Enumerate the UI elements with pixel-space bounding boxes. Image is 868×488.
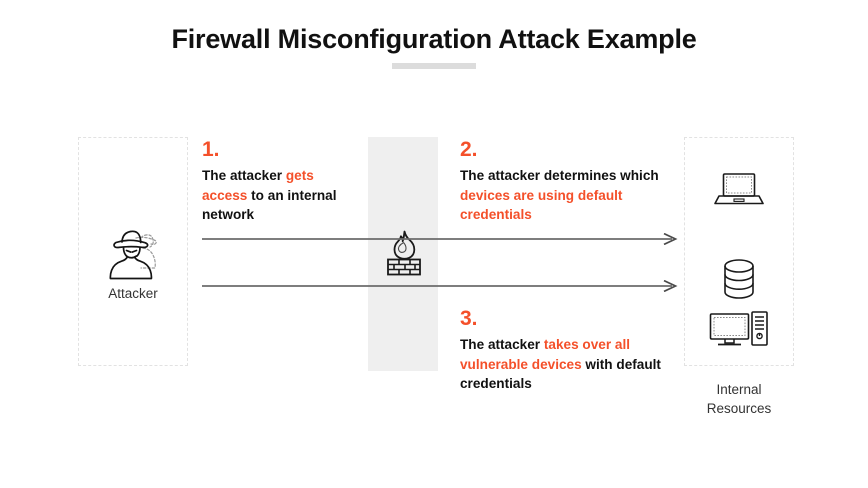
attack-flow-arrow-2 [202,279,680,293]
title-underline-rule [392,63,476,69]
attacker-hacker-icon [100,228,166,280]
firewall-band [368,137,438,371]
step-1: 1. The attacker gets access to an intern… [202,139,360,225]
page-title: Firewall Misconfiguration Attack Example [171,24,697,54]
step-2: 2. The attacker determines which devices… [460,139,665,225]
desktop-computer-icon [684,310,794,350]
step-1-number: 1. [202,138,220,161]
laptop-icon [684,172,794,208]
internal-resources-label-line2: Resources [706,401,772,416]
step-3-number: 3. [460,307,478,330]
attack-flow-arrow-1 [202,232,680,246]
internal-resources-panel [684,137,794,366]
database-icon [684,258,794,300]
step-3-text: The attacker takes over all vulnerable d… [460,337,661,391]
attacker-panel [78,137,188,366]
step-3: 3. The attacker takes over all vulnerabl… [460,308,665,394]
step-2-text: The attacker determines which devices ar… [460,168,659,222]
step-1-text: The attacker gets access to an internal … [202,168,337,222]
internal-resources-label: Internal Resources [674,380,804,418]
internal-resources-label-line1: Internal [716,382,762,397]
attacker-label: Attacker [108,286,158,301]
step-2-number: 2. [460,138,478,161]
